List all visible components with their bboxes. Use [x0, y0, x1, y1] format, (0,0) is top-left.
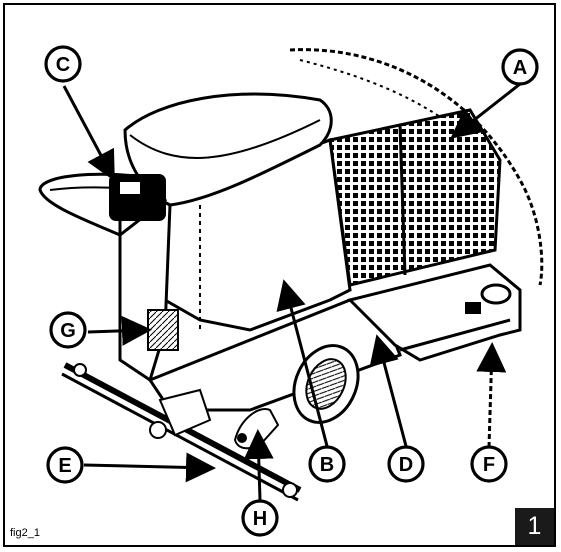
figure-frame	[3, 3, 556, 547]
arrow-f	[476, 342, 507, 448]
callout-a-label: A	[513, 57, 527, 79]
arrow-a	[450, 82, 521, 139]
callout-e: E	[46, 446, 84, 484]
callout-d: D	[387, 445, 425, 483]
figure-caption: fig2_1	[10, 527, 40, 539]
arrow-e	[83, 452, 216, 483]
callout-h-label: H	[253, 508, 267, 530]
callout-h: H	[241, 499, 279, 537]
figure-number-badge: 1	[515, 508, 554, 545]
callout-f: F	[470, 445, 508, 483]
callout-e-label: E	[58, 455, 71, 477]
arrow-b	[276, 279, 329, 447]
arrow-h	[243, 429, 274, 501]
rear-cover-outline	[289, 48, 544, 286]
callout-d-label: D	[399, 454, 413, 476]
grille-panel	[328, 108, 502, 287]
g-panel	[147, 309, 179, 351]
callout-c: C	[44, 45, 82, 83]
arrow-g	[87, 315, 152, 346]
callout-g: G	[49, 311, 87, 349]
arrow-c	[62, 85, 115, 182]
callout-a: A	[501, 48, 539, 86]
callout-g-label: G	[60, 320, 76, 342]
callout-c-label: C	[56, 54, 70, 76]
squeegee-assembly	[61, 362, 302, 502]
control-box	[109, 174, 166, 221]
callout-b-label: B	[320, 454, 334, 476]
callout-b: B	[308, 445, 346, 483]
callout-f-label: F	[483, 454, 495, 476]
arrow-d	[369, 334, 408, 447]
